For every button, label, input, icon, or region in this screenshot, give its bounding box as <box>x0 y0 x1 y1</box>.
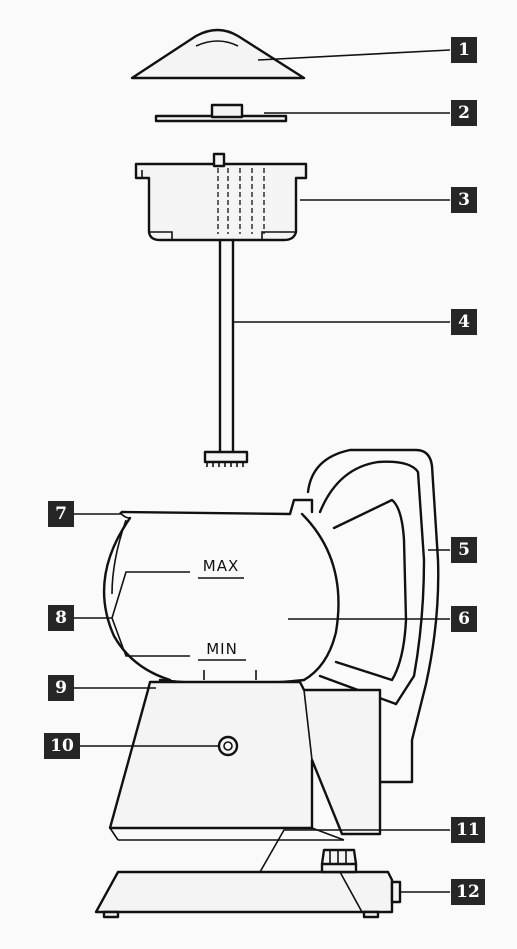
svg-text:3: 3 <box>458 190 470 210</box>
svg-text:9: 9 <box>55 678 67 698</box>
power-base <box>96 850 400 917</box>
svg-text:2: 2 <box>458 103 470 123</box>
badge-4: 4 <box>451 309 477 335</box>
badge-11: 11 <box>451 817 485 843</box>
shaft <box>205 240 247 467</box>
svg-text:10: 10 <box>50 736 74 756</box>
badge-2: 2 <box>451 100 477 126</box>
svg-text:11: 11 <box>456 820 480 840</box>
heater-base <box>110 682 380 840</box>
svg-text:8: 8 <box>55 608 67 628</box>
badge-3: 3 <box>451 187 477 213</box>
badge-6: 6 <box>451 606 477 632</box>
svg-text:6: 6 <box>458 609 470 629</box>
basket <box>136 154 306 240</box>
svg-text:4: 4 <box>458 312 470 332</box>
svg-text:7: 7 <box>55 504 67 524</box>
badge-12: 12 <box>451 879 485 905</box>
level-markings: MAX MIN <box>112 557 246 660</box>
svg-text:1: 1 <box>458 40 470 60</box>
max-mark: MAX <box>203 557 239 575</box>
badge-1: 1 <box>451 37 477 63</box>
min-mark: MIN <box>206 640 238 658</box>
svg-text:12: 12 <box>456 882 480 902</box>
badge-7: 7 <box>48 501 74 527</box>
lid-cone <box>132 30 304 78</box>
badge-9: 9 <box>48 675 74 701</box>
svg-text:5: 5 <box>458 540 470 560</box>
badge-8: 8 <box>48 605 74 631</box>
badge-5: 5 <box>451 537 477 563</box>
badge-10: 10 <box>44 733 80 759</box>
